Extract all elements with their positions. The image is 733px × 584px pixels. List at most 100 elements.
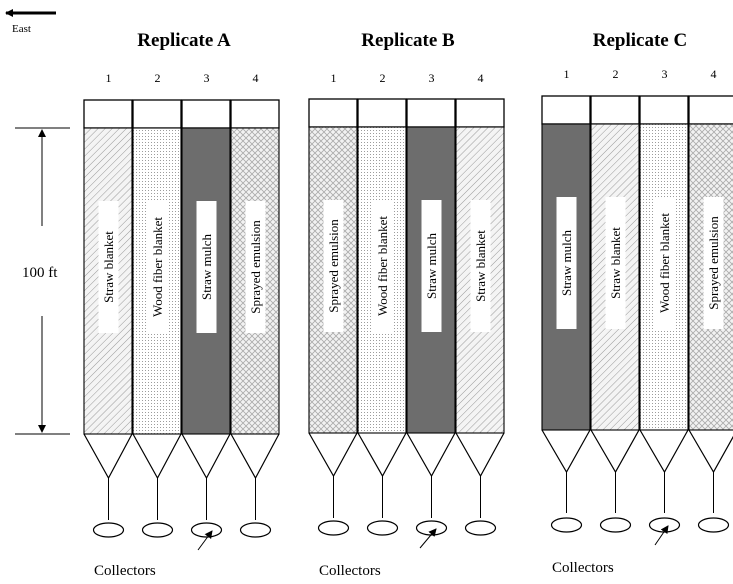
plot-number: 4 [253, 71, 259, 85]
east-direction-indicator: East [5, 9, 56, 35]
plot-number: 2 [155, 71, 161, 85]
treatment-label-group: Sprayed emulsion [323, 200, 344, 332]
treatment-label-box [196, 201, 217, 333]
treatment-label-group: Wood fiber blanket [372, 200, 393, 332]
collector-bucket [366, 520, 399, 536]
replicate-c-title: Replicate C [593, 30, 687, 51]
treatment-label: Wood fiber blanket [150, 217, 165, 317]
collector-bucket [599, 517, 632, 533]
plot-number: 1 [331, 71, 337, 85]
treatment-label: Wood fiber blanket [657, 213, 672, 313]
plot-header-box [455, 98, 505, 128]
treatment-label: Straw mulch [199, 233, 214, 300]
treatment-label: Sprayed emulsion [706, 216, 721, 310]
collector-pointer-arrow-icon [654, 525, 669, 546]
collector-pointer-arrow-icon [419, 528, 437, 549]
treatment-label-box [323, 200, 344, 332]
plot-header-box [639, 95, 689, 125]
plot-header-box [688, 95, 733, 125]
plot-number: 1 [564, 67, 570, 81]
treatment-label-box [245, 201, 266, 333]
treatment-label-box [605, 197, 626, 329]
treatment-label-group: Wood fiber blanket [147, 201, 168, 333]
treatment-label-group: Sprayed emulsion [245, 201, 266, 333]
plot-number: 4 [478, 71, 484, 85]
plot-header-box [230, 99, 280, 129]
treatment-label-group: Straw mulch [196, 201, 217, 333]
treatment-label-group: Straw blanket [605, 197, 626, 329]
replicate-a-title: Replicate A [137, 30, 231, 51]
east-label: East [12, 23, 31, 35]
plot-header-box [83, 99, 133, 129]
replicate-b-title: Replicate B [361, 30, 455, 51]
collector-bucket [190, 522, 223, 538]
treatment-label: Straw mulch [559, 229, 574, 296]
treatment-label-group: Straw blanket [98, 201, 119, 333]
plot-header-box [181, 99, 231, 129]
runoff-funnel [230, 433, 280, 480]
runoff-funnel [83, 433, 133, 480]
runoff-funnel [308, 432, 358, 478]
treatment-label: Straw blanket [101, 231, 116, 303]
treatment-label: Straw blanket [473, 230, 488, 302]
collector-bucket [92, 522, 125, 538]
plot-header-box [308, 98, 358, 128]
plot-number: 3 [429, 71, 435, 85]
treatment-label: Sprayed emulsion [248, 220, 263, 314]
dimension-label: 100 ft [22, 265, 58, 281]
treatment-label: Wood fiber blanket [375, 216, 390, 316]
treatment-label-box [470, 200, 491, 332]
treatment-label-box [654, 197, 675, 329]
collector-pointer-arrow-icon [197, 530, 213, 551]
collector-bucket [464, 520, 497, 536]
collectors-label: Collectors [319, 563, 381, 579]
treatment-label-box [556, 197, 577, 329]
treatment-label-group: Straw mulch [421, 200, 442, 332]
treatment-label: Straw blanket [608, 227, 623, 299]
runoff-funnel [406, 432, 456, 478]
collector-bucket [239, 522, 272, 538]
runoff-funnel [357, 432, 407, 478]
plot-header-box [357, 98, 407, 128]
plot-header-box [132, 99, 182, 129]
collector-bucket [648, 517, 681, 533]
collector-bucket [550, 517, 583, 533]
plot-number: 3 [204, 71, 210, 85]
plot-number: 3 [662, 67, 668, 81]
treatment-label-box [372, 200, 393, 332]
treatment-label-box [703, 197, 724, 329]
plot-header-box [406, 98, 456, 128]
treatment-label: Sprayed emulsion [326, 219, 341, 313]
treatment-label-group: Straw blanket [470, 200, 491, 332]
treatment-label: Straw mulch [424, 232, 439, 299]
treatment-label-group: Straw mulch [556, 197, 577, 329]
treatment-label-group: Wood fiber blanket [654, 197, 675, 329]
plot-number: 1 [106, 71, 112, 85]
runoff-funnel [455, 432, 505, 478]
treatment-label-group: Sprayed emulsion [703, 197, 724, 329]
treatment-label-box [98, 201, 119, 333]
plot-header-box [590, 95, 640, 125]
plot-number: 2 [613, 67, 619, 81]
collector-bucket [415, 520, 448, 536]
collector-bucket [317, 520, 350, 536]
runoff-funnel [688, 429, 733, 474]
plot-strip-sprayed-emulsion [688, 123, 733, 431]
collector-bucket [697, 517, 730, 533]
treatment-label-box [421, 200, 442, 332]
